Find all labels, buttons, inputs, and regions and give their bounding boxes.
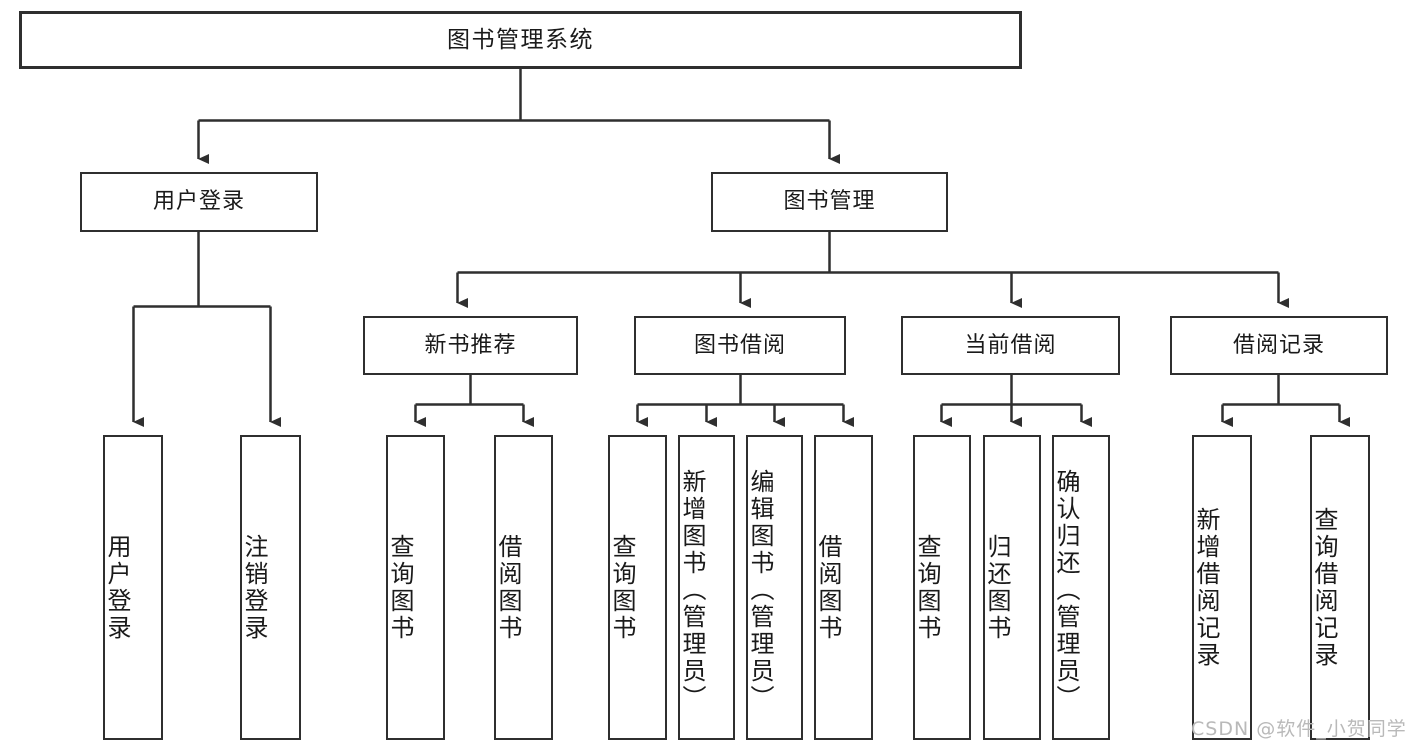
node-label: 查询借阅记录: [1310, 506, 1338, 669]
node-label: 借阅图书: [494, 533, 522, 642]
leaf-user-login-logout[interactable]: 注销登录: [240, 435, 301, 740]
node-label: 编辑图书（管理员）: [746, 469, 774, 712]
node-label: 查询图书: [386, 533, 414, 642]
node-label: 确认归还（管理员）: [1052, 469, 1080, 712]
node-label: 图书管理: [783, 189, 876, 215]
node-label: 图书管理系统: [447, 26, 594, 53]
leaf-borrow-edit-book-admin[interactable]: 编辑图书（管理员）: [746, 435, 803, 740]
leaf-borrow-borrow-book[interactable]: 借阅图书: [814, 435, 873, 740]
leaf-borrow-query-book[interactable]: 查询图书: [608, 435, 667, 740]
node-label: 用户登录: [152, 189, 245, 215]
node-label: 归还图书: [983, 533, 1011, 642]
leaf-current-query-book[interactable]: 查询图书: [913, 435, 971, 740]
leaf-record-add-borrow-record[interactable]: 新增借阅记录: [1192, 435, 1252, 740]
node-label: 借阅记录: [1232, 332, 1325, 358]
node-book-management[interactable]: 图书管理: [711, 172, 948, 232]
leaf-current-return-book[interactable]: 归还图书: [983, 435, 1041, 740]
leaf-new-book-query[interactable]: 查询图书: [386, 435, 445, 740]
leaf-borrow-add-book-admin[interactable]: 新增图书（管理员）: [678, 435, 735, 740]
node-label: 查询图书: [913, 533, 941, 642]
node-current-borrow[interactable]: 当前借阅: [901, 316, 1120, 375]
leaf-new-book-borrow[interactable]: 借阅图书: [494, 435, 553, 740]
leaf-current-confirm-return-admin[interactable]: 确认归还（管理员）: [1052, 435, 1110, 740]
node-book-borrow[interactable]: 图书借阅: [634, 316, 846, 375]
node-label: 查询图书: [608, 533, 636, 642]
node-label: 用户登录: [103, 533, 131, 642]
node-label: 新增借阅记录: [1192, 506, 1220, 669]
node-label: 注销登录: [240, 533, 268, 642]
node-user-login[interactable]: 用户登录: [80, 172, 318, 232]
node-label: 图书借阅: [693, 332, 786, 358]
node-label: 新增图书（管理员）: [678, 469, 706, 712]
node-new-book-recommend[interactable]: 新书推荐: [363, 316, 578, 375]
leaf-user-login-login[interactable]: 用户登录: [103, 435, 163, 740]
node-label: 借阅图书: [814, 533, 842, 642]
node-borrow-record[interactable]: 借阅记录: [1170, 316, 1388, 375]
csdn-watermark: CSDN @软件_小贺同学: [1191, 718, 1405, 740]
node-label: 新书推荐: [424, 332, 517, 358]
leaf-record-query-borrow-record[interactable]: 查询借阅记录: [1310, 435, 1370, 740]
node-root-book-management-system[interactable]: 图书管理系统: [19, 11, 1022, 69]
node-label: 当前借阅: [964, 332, 1057, 358]
